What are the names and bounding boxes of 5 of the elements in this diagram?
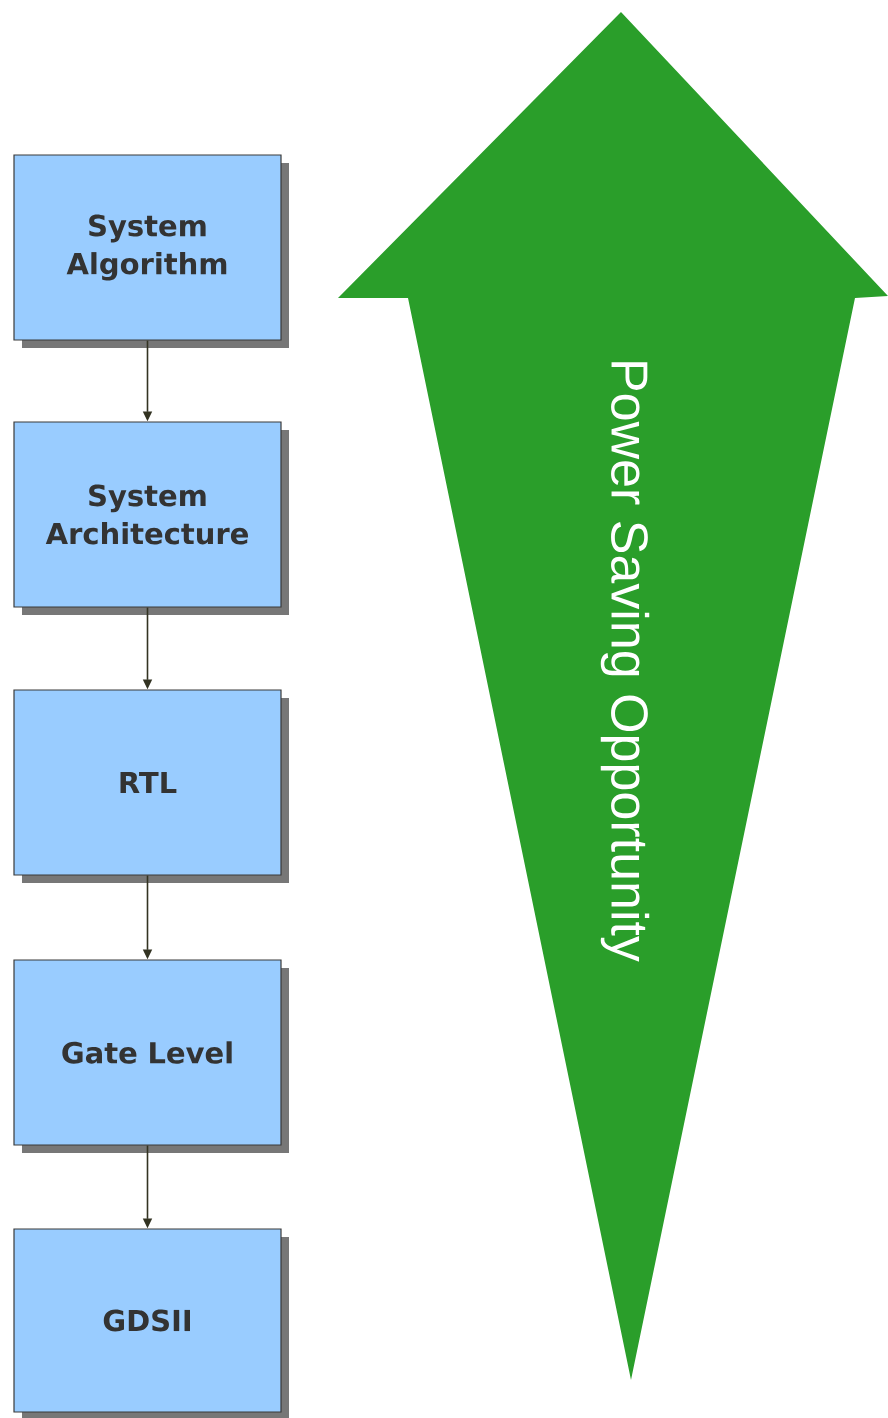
process-box: System Architecture <box>13 421 289 615</box>
process-box: GDSII <box>13 1228 289 1418</box>
process-box: RTL <box>13 689 289 883</box>
process-box: Gate Level <box>13 959 289 1153</box>
process-box: System Algorithm <box>13 154 289 348</box>
